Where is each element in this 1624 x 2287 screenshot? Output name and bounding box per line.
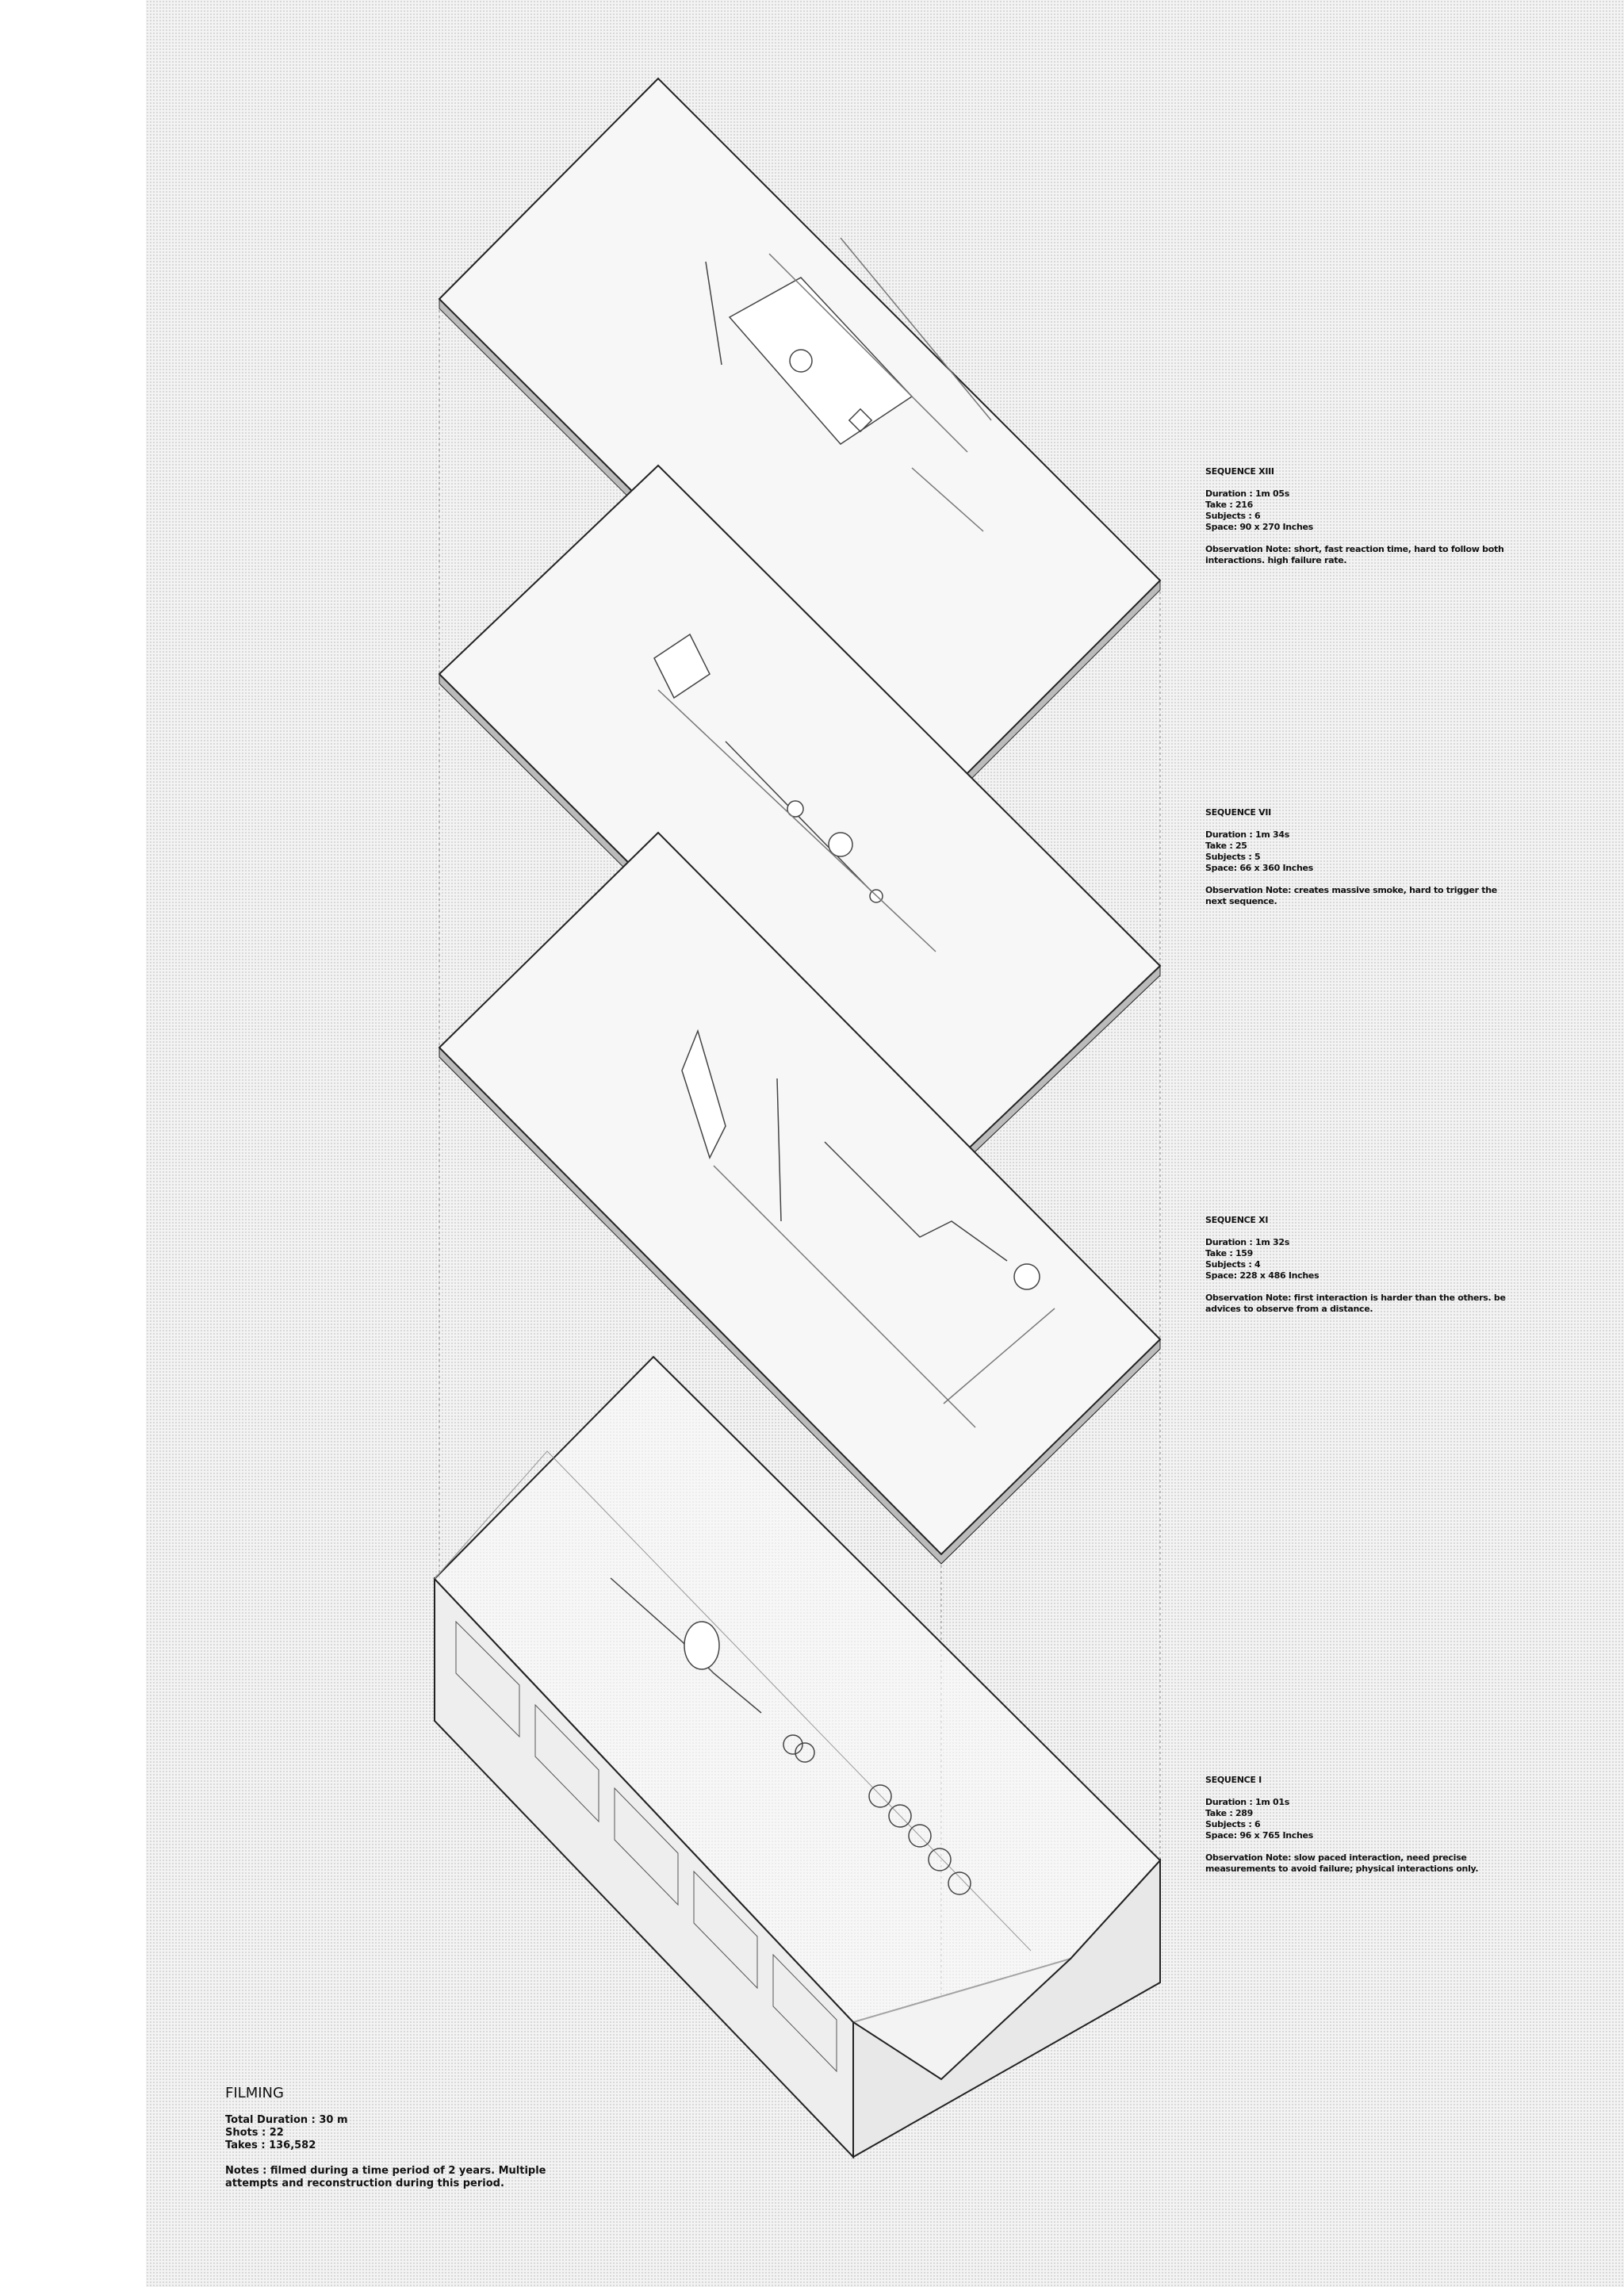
observation-note: Observation Note: creates massive smoke,… <box>1205 885 1497 906</box>
sequence-vii-info: SEQUENCE VII Duration : 1m 34s Take : 25… <box>1205 807 1507 907</box>
duration: Duration : 1m 34s <box>1205 829 1289 840</box>
observation-note: Observation Note: slow paced interaction… <box>1205 1852 1479 1874</box>
sequence-vii-apparatus <box>653 633 936 952</box>
subjects: Subjects : 6 <box>1205 511 1261 521</box>
take: Take : 159 <box>1205 1248 1254 1258</box>
space: Space: 228 x 486 Inches <box>1205 1270 1320 1281</box>
space: Space: 90 x 270 Inches <box>1205 522 1313 532</box>
take: Take : 25 <box>1205 841 1247 851</box>
take: Take : 289 <box>1205 1808 1254 1818</box>
observation-note: Observation Note: first interaction is h… <box>1205 1293 1506 1314</box>
space: Space: 66 x 360 Inches <box>1205 863 1313 873</box>
duration: Duration : 1m 32s <box>1205 1237 1289 1247</box>
subjects: Subjects : 4 <box>1205 1259 1261 1270</box>
duration: Duration : 1m 05s <box>1205 488 1289 499</box>
take: Take : 216 <box>1205 500 1254 510</box>
plane-sequence-xi <box>438 831 1162 1565</box>
sequence-xi-apparatus <box>681 1029 1055 1428</box>
plane-sequence-xiii <box>438 77 1162 810</box>
sequence-title: SEQUENCE XI <box>1205 1215 1269 1225</box>
takes: Takes : 136,582 <box>225 2140 316 2151</box>
shots: Shots : 22 <box>225 2127 284 2139</box>
sequence-xiii-info: SEQUENCE XIII Duration : 1m 05s Take : 2… <box>1205 466 1507 566</box>
sequence-title: SEQUENCE VII <box>1205 807 1271 818</box>
building-windows <box>455 1620 837 2073</box>
filming-title: FILMING <box>225 2085 284 2101</box>
sequence-i-apparatus <box>610 1577 971 1895</box>
sequence-title: SEQUENCE XIII <box>1205 466 1274 477</box>
total-duration: Total Duration : 30 m <box>225 2114 348 2126</box>
sequence-xi-info: SEQUENCE XI Duration : 1m 32s Take : 159… <box>1205 1215 1507 1315</box>
building-sequence-i <box>433 1355 1162 2159</box>
space: Space: 96 x 765 Inches <box>1205 1830 1313 1841</box>
subjects: Subjects : 6 <box>1205 1819 1261 1829</box>
sequence-i-info: SEQUENCE I Duration : 1m 01s Take : 289 … <box>1205 1775 1507 1875</box>
duration: Duration : 1m 01s <box>1205 1797 1289 1807</box>
observation-note: Observation Note: short, fast reaction t… <box>1205 544 1504 565</box>
sequence-xiii-apparatus <box>705 237 992 532</box>
filming-summary: FILMING Total Duration : 30 m Shots : 22… <box>225 2085 582 2190</box>
sequence-title: SEQUENCE I <box>1205 1775 1262 1785</box>
filming-notes: Notes : filmed during a time period of 2… <box>225 2165 546 2189</box>
subjects: Subjects : 5 <box>1205 852 1261 862</box>
